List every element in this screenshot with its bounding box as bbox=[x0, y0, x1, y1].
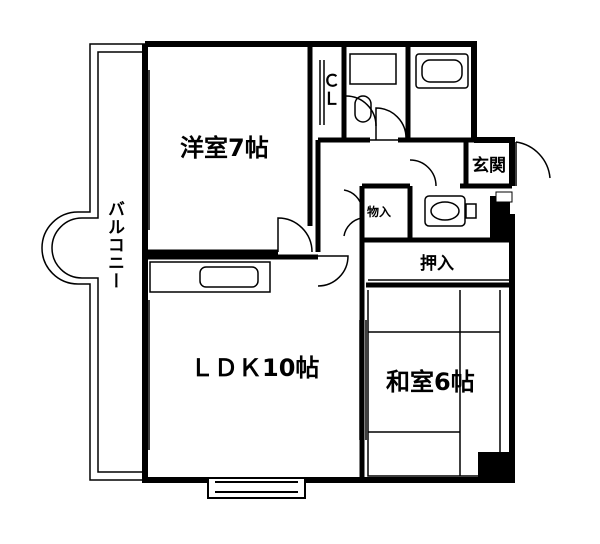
interior-walls bbox=[145, 44, 512, 480]
room-label-ldk: ＬＤＫ10帖 bbox=[190, 354, 320, 382]
room-label-oshiire: 押入 bbox=[420, 254, 454, 274]
room-label-entrance: 玄関 bbox=[472, 156, 506, 176]
room-label-storage: 物入 bbox=[367, 205, 392, 219]
tatami-lines bbox=[367, 290, 501, 477]
room-label-japanese: 和室6帖 bbox=[386, 368, 475, 396]
ldk-window bbox=[207, 477, 306, 499]
pillars bbox=[478, 191, 513, 480]
door-swings bbox=[277, 95, 551, 440]
balcony-outline bbox=[41, 43, 145, 481]
room-label-balcony: バルコニー bbox=[104, 200, 124, 290]
balcony-doors bbox=[142, 70, 150, 450]
room-label-closet: ＣＬ bbox=[319, 72, 339, 108]
room-label-western: 洋室7帖 bbox=[180, 134, 269, 162]
